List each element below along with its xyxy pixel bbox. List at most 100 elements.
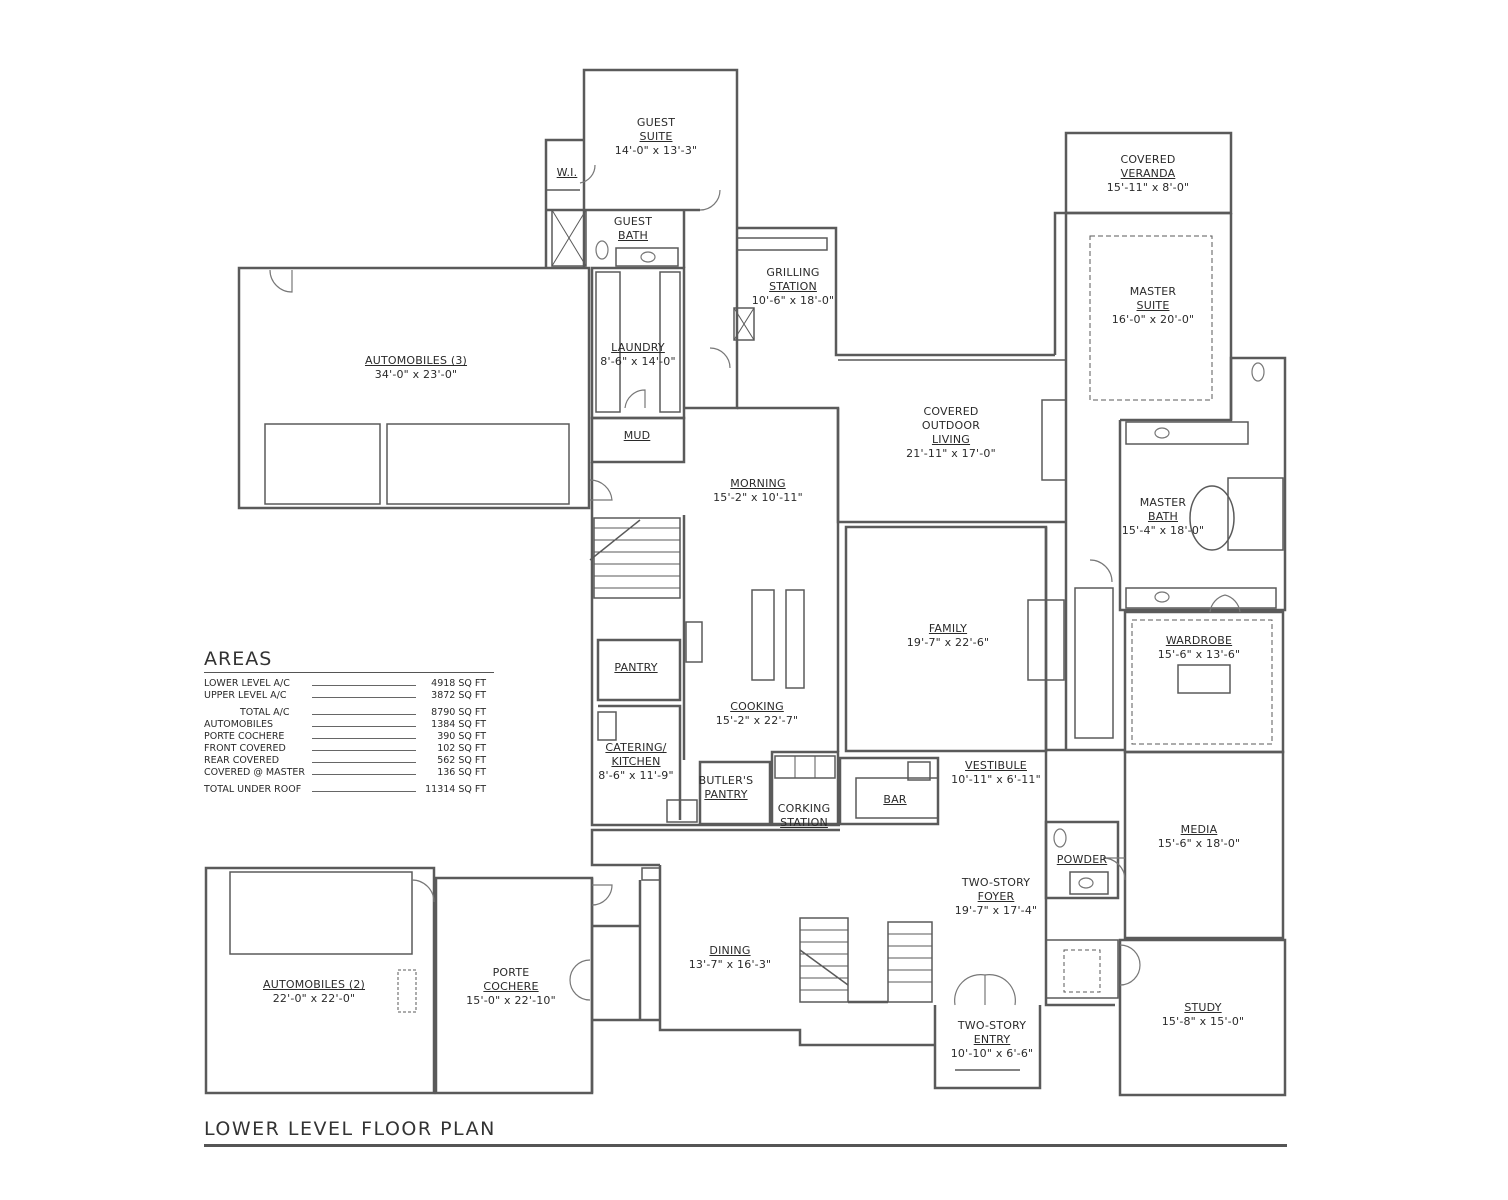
room-dimensions: 15'-11" x 8'-0" [1106, 181, 1190, 194]
room-covered-outdoor-living: COVERED OUTDOOR LIVING 21'-11" x 17'-0" [906, 405, 996, 461]
wall-master-suite [1053, 211, 1068, 750]
area-label: COVERED @ MASTER [204, 767, 306, 778]
room-name: SUITE [1136, 299, 1170, 312]
room-automobiles-3: AUTOMOBILES (3) 34'-0" x 23'-0" [365, 354, 467, 382]
room-dimensions: 10'-11" x 6'-11" [951, 773, 1041, 786]
area-value: 8790 SQ FT [431, 707, 486, 718]
wall-media [1123, 750, 1285, 940]
wall-grilling-station [737, 226, 1055, 357]
wall-powder [1044, 820, 1120, 900]
room-dimensions: 13'-7" x 16'-3" [688, 958, 772, 971]
area-row: UPPER LEVEL A/C 3872 SQ FT [204, 690, 494, 702]
room-name: MASTER [1139, 496, 1187, 509]
room-dimensions: 16'-0" x 20'-0" [1111, 313, 1195, 326]
wall-two-story-entry [933, 1005, 1042, 1090]
room-dimensions: 15'-0" x 22'-10" [466, 994, 556, 1007]
room-butlers-pantry: BUTLER'S PANTRY [699, 774, 754, 802]
room-dimensions: 15'-8" x 15'-0" [1161, 1015, 1245, 1028]
area-label: LOWER LEVEL A/C [204, 678, 290, 689]
room-name: STATION [780, 816, 828, 829]
area-label: AUTOMOBILES [204, 719, 274, 730]
room-name: BAR [883, 793, 907, 806]
room-two-story-foyer: TWO-STORY FOYER 19'-7" x 17'-4" [955, 876, 1038, 918]
room-name: ENTRY [973, 1033, 1011, 1046]
room-name: BUTLER'S [698, 774, 754, 787]
room-dimensions: 21'-11" x 17'-0" [906, 447, 996, 460]
room-name: BATH [617, 229, 649, 242]
area-value: 1384 SQ FT [431, 719, 486, 730]
room-name: FOYER [977, 890, 1015, 903]
room-dimensions: 19'-7" x 22'-6" [906, 636, 990, 649]
room-name: LAUNDRY [611, 341, 665, 354]
room-powder: POWDER [1057, 853, 1107, 867]
room-name: STATION [769, 280, 817, 293]
room-morning: MORNING 15'-2" x 10'-11" [713, 477, 803, 505]
room-dimensions: 15'-4" x 18'-0" [1121, 524, 1205, 537]
area-row: TOTAL UNDER ROOF 11314 SQ FT [204, 784, 494, 796]
area-label: TOTAL UNDER ROOF [204, 784, 302, 795]
room-name: TWO-STORY [961, 876, 1031, 889]
room-media: MEDIA 15'-6" x 18'-0" [1158, 823, 1241, 851]
room-name: COOKING [730, 700, 784, 713]
room-name: SUITE [639, 130, 673, 143]
area-value: 562 SQ FT [437, 755, 486, 766]
area-label: FRONT COVERED [204, 743, 286, 754]
room-dimensions: 22'-0" x 22'-0" [272, 992, 356, 1005]
area-value: 102 SQ FT [437, 743, 486, 754]
area-label: PORTE COCHERE [204, 731, 285, 742]
area-label: REAR COVERED [204, 755, 280, 766]
room-name: AUTOMOBILES (2) [262, 978, 366, 991]
room-name: STUDY [1184, 1001, 1222, 1014]
area-row: REAR COVERED 562 SQ FT [204, 755, 494, 767]
room-name: AUTOMOBILES (3) [364, 354, 468, 367]
wall-study [1118, 938, 1287, 1097]
room-master-bath: MASTER BATH 15'-4" x 18'-0" [1122, 496, 1205, 538]
room-mud: MUD [624, 429, 651, 443]
room-automobiles-2: AUTOMOBILES (2) 22'-0" x 22'-0" [263, 978, 365, 1006]
wall-dining [658, 865, 935, 1047]
room-bar: BAR [883, 793, 906, 807]
room-catering-kitchen: CATERING/ KITCHEN 8'-6" x 11'-9" [598, 741, 673, 783]
area-value: 3872 SQ FT [431, 690, 486, 701]
wall-bar [838, 756, 940, 826]
room-family: FAMILY 19'-7" x 22'-6" [907, 622, 990, 650]
room-name: COCHERE [483, 980, 539, 993]
room-name: PANTRY [614, 661, 658, 674]
area-row: FRONT COVERED 102 SQ FT [204, 743, 494, 755]
room-name: GUEST [613, 215, 653, 228]
room-name: MEDIA [1180, 823, 1218, 836]
room-name: W.I. [556, 166, 578, 179]
title-underline [204, 1144, 1287, 1147]
room-master-suite: MASTER SUITE 16'-0" x 20'-0" [1112, 285, 1195, 327]
area-row: AUTOMOBILES 1384 SQ FT [204, 719, 494, 731]
room-name: COVERED [923, 405, 979, 418]
wall-wardrobe [1123, 610, 1285, 754]
room-name: VERANDA [1120, 167, 1176, 180]
room-wardrobe: WARDROBE 15'-6" x 13'-6" [1158, 634, 1241, 662]
room-dimensions: 10'-10" x 6'-6" [950, 1047, 1034, 1060]
wall-foyer [590, 828, 840, 867]
room-dimensions: 34'-0" x 23'-0" [374, 368, 458, 381]
wall-guest-suite [582, 68, 739, 268]
room-two-story-entry: TWO-STORY ENTRY 10'-10" x 6'-6" [951, 1019, 1034, 1061]
room-name: PORTE [492, 966, 530, 979]
room-pantry: PANTRY [614, 661, 657, 675]
area-row: PORTE COCHERE 390 SQ FT [204, 731, 494, 743]
room-name: POWDER [1056, 853, 1108, 866]
area-value: 390 SQ FT [437, 731, 486, 742]
room-dining: DINING 13'-7" x 16'-3" [689, 944, 772, 972]
room-name: CATERING/ [605, 741, 667, 754]
area-label: UPPER LEVEL A/C [204, 690, 287, 701]
room-name: COVERED [1120, 153, 1176, 166]
room-vestibule: VESTIBULE 10'-11" x 6'-11" [951, 759, 1041, 787]
room-porte-cochere: PORTE COCHERE 15'-0" x 22'-10" [466, 966, 556, 1008]
room-name: TWO-STORY [957, 1019, 1027, 1032]
room-name: FAMILY [928, 622, 968, 635]
room-covered-veranda: COVERED VERANDA 15'-11" x 8'-0" [1107, 153, 1190, 195]
room-dimensions: 19'-7" x 17'-4" [954, 904, 1038, 917]
area-value: 11314 SQ FT [425, 784, 486, 795]
